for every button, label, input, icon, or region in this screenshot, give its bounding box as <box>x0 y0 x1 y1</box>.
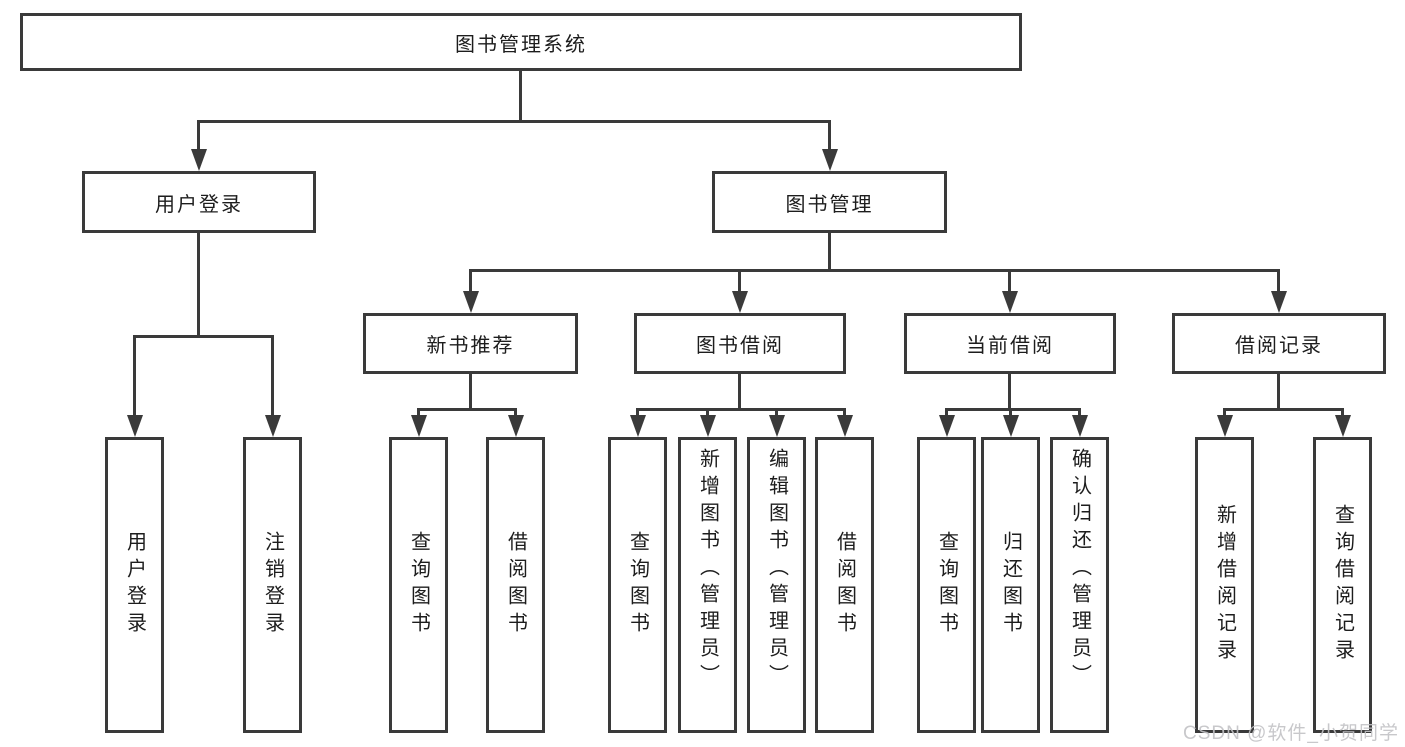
connector-arrow-line <box>738 269 741 294</box>
leaf-add-borrow-record: 新增借阅记录 <box>1195 437 1254 733</box>
leaf-borrow-books: 借阅图书 <box>815 437 874 733</box>
leaf-query-books-borrow: 查询图书 <box>608 437 667 733</box>
arrow-down-icon <box>1072 415 1088 437</box>
connector-arrow-line <box>775 408 778 418</box>
leaf-label: 注销登录 <box>261 531 284 639</box>
connector-arrow-line <box>1078 408 1081 418</box>
node-label: 图书管理 <box>785 193 874 216</box>
leaf-label: 用户登录 <box>123 531 146 639</box>
connector-arrow-line <box>1341 408 1344 418</box>
leaf-edit-book-admin: 编辑图书（管理员） <box>747 437 806 733</box>
connector-arrow-line <box>1277 269 1280 294</box>
arrow-down-icon <box>1335 415 1351 437</box>
arrow-down-icon <box>822 149 838 171</box>
node-user-login: 用户登录 <box>82 171 316 233</box>
leaf-label: 查询图书 <box>626 531 649 639</box>
node-label: 新书推荐 <box>426 335 515 357</box>
connector-stem-book-borrow <box>738 372 741 410</box>
node-book-borrow: 图书借阅 <box>634 313 846 374</box>
arrow-down-icon <box>508 415 524 437</box>
node-label: 图书管理系统 <box>455 33 587 56</box>
connector-arrow-line <box>469 269 472 294</box>
connector-arrow-line <box>945 408 948 418</box>
connector-stem-root <box>519 69 522 121</box>
leaf-label: 查询图书 <box>935 531 958 639</box>
leaf-user-login: 用户登录 <box>105 437 164 733</box>
arrow-down-icon <box>191 149 207 171</box>
leaf-label: 确认归还（管理员） <box>1068 448 1091 691</box>
leaf-label: 归还图书 <box>999 531 1022 639</box>
connector-arrow-line <box>706 408 709 418</box>
leaf-label: 查询图书 <box>407 531 430 639</box>
leaf-query-books-current: 查询图书 <box>917 437 976 733</box>
connector-stem-user-login <box>197 231 200 337</box>
connector-branch-borrow-records <box>1223 408 1343 411</box>
leaf-confirm-return-admin: 确认归还（管理员） <box>1050 437 1109 733</box>
connector-arrow-line <box>636 408 639 418</box>
node-current-borrow: 当前借阅 <box>904 313 1116 374</box>
connector-stem-book-management <box>828 231 831 271</box>
connector-arrow-line <box>1009 408 1012 418</box>
arrow-down-icon <box>127 415 143 437</box>
connector-branch-new-book <box>417 408 517 411</box>
connector-arrow-line <box>843 408 846 418</box>
node-label: 当前借阅 <box>966 335 1054 357</box>
leaf-label: 新增借阅记录 <box>1213 504 1236 666</box>
arrow-down-icon <box>265 415 281 437</box>
leaf-logout: 注销登录 <box>243 437 302 733</box>
arrow-down-icon <box>1271 291 1287 313</box>
node-label: 用户登录 <box>155 193 243 216</box>
connector-arrow-line <box>271 335 274 418</box>
connector-arrow-line <box>828 120 831 152</box>
leaf-label: 新增图书（管理员） <box>696 448 719 691</box>
connector-branch-book-borrow <box>636 408 845 411</box>
arrow-down-icon <box>1217 415 1233 437</box>
connector-stem-new-book <box>469 372 472 410</box>
leaf-borrow-books-recommend: 借阅图书 <box>486 437 545 733</box>
connector-branch-user-login <box>133 335 274 338</box>
arrow-down-icon <box>837 415 853 437</box>
arrow-down-icon <box>700 415 716 437</box>
connector-arrow-line <box>1223 408 1226 418</box>
leaf-query-borrow-record: 查询借阅记录 <box>1313 437 1372 733</box>
node-label: 图书借阅 <box>696 335 784 357</box>
csdn-watermark: CSDN @软件_小贺同学 <box>1183 723 1399 744</box>
connector-stem-current-borrow <box>1008 372 1011 410</box>
node-borrow-records: 借阅记录 <box>1172 313 1386 374</box>
leaf-query-books-recommend: 查询图书 <box>389 437 448 733</box>
leaf-label: 编辑图书（管理员） <box>765 448 788 691</box>
leaf-label: 查询借阅记录 <box>1331 504 1354 666</box>
arrow-down-icon <box>732 291 748 313</box>
node-book-management: 图书管理 <box>712 171 947 233</box>
arrow-down-icon <box>769 415 785 437</box>
arrow-down-icon <box>630 415 646 437</box>
leaf-label: 借阅图书 <box>833 531 856 639</box>
arrow-down-icon <box>411 415 427 437</box>
connector-branch-root <box>197 120 831 123</box>
connector-branch-book-management <box>469 269 1280 272</box>
node-label: 借阅记录 <box>1235 335 1323 357</box>
connector-arrow-line <box>133 335 136 418</box>
connector-stem-borrow-records <box>1277 372 1280 410</box>
node-new-book-recommend: 新书推荐 <box>363 313 578 374</box>
node-library-system: 图书管理系统 <box>20 13 1022 71</box>
connector-arrow-line <box>1008 269 1011 294</box>
leaf-return-book: 归还图书 <box>981 437 1040 733</box>
arrow-down-icon <box>1002 291 1018 313</box>
connector-arrow-line <box>197 120 200 152</box>
connector-branch-current-borrow <box>945 408 1080 411</box>
connector-arrow-line <box>417 408 420 418</box>
arrow-down-icon <box>463 291 479 313</box>
connector-arrow-line <box>514 408 517 418</box>
leaf-add-book-admin: 新增图书（管理员） <box>678 437 737 733</box>
arrow-down-icon <box>939 415 955 437</box>
leaf-label: 借阅图书 <box>504 531 527 639</box>
arrow-down-icon <box>1003 415 1019 437</box>
